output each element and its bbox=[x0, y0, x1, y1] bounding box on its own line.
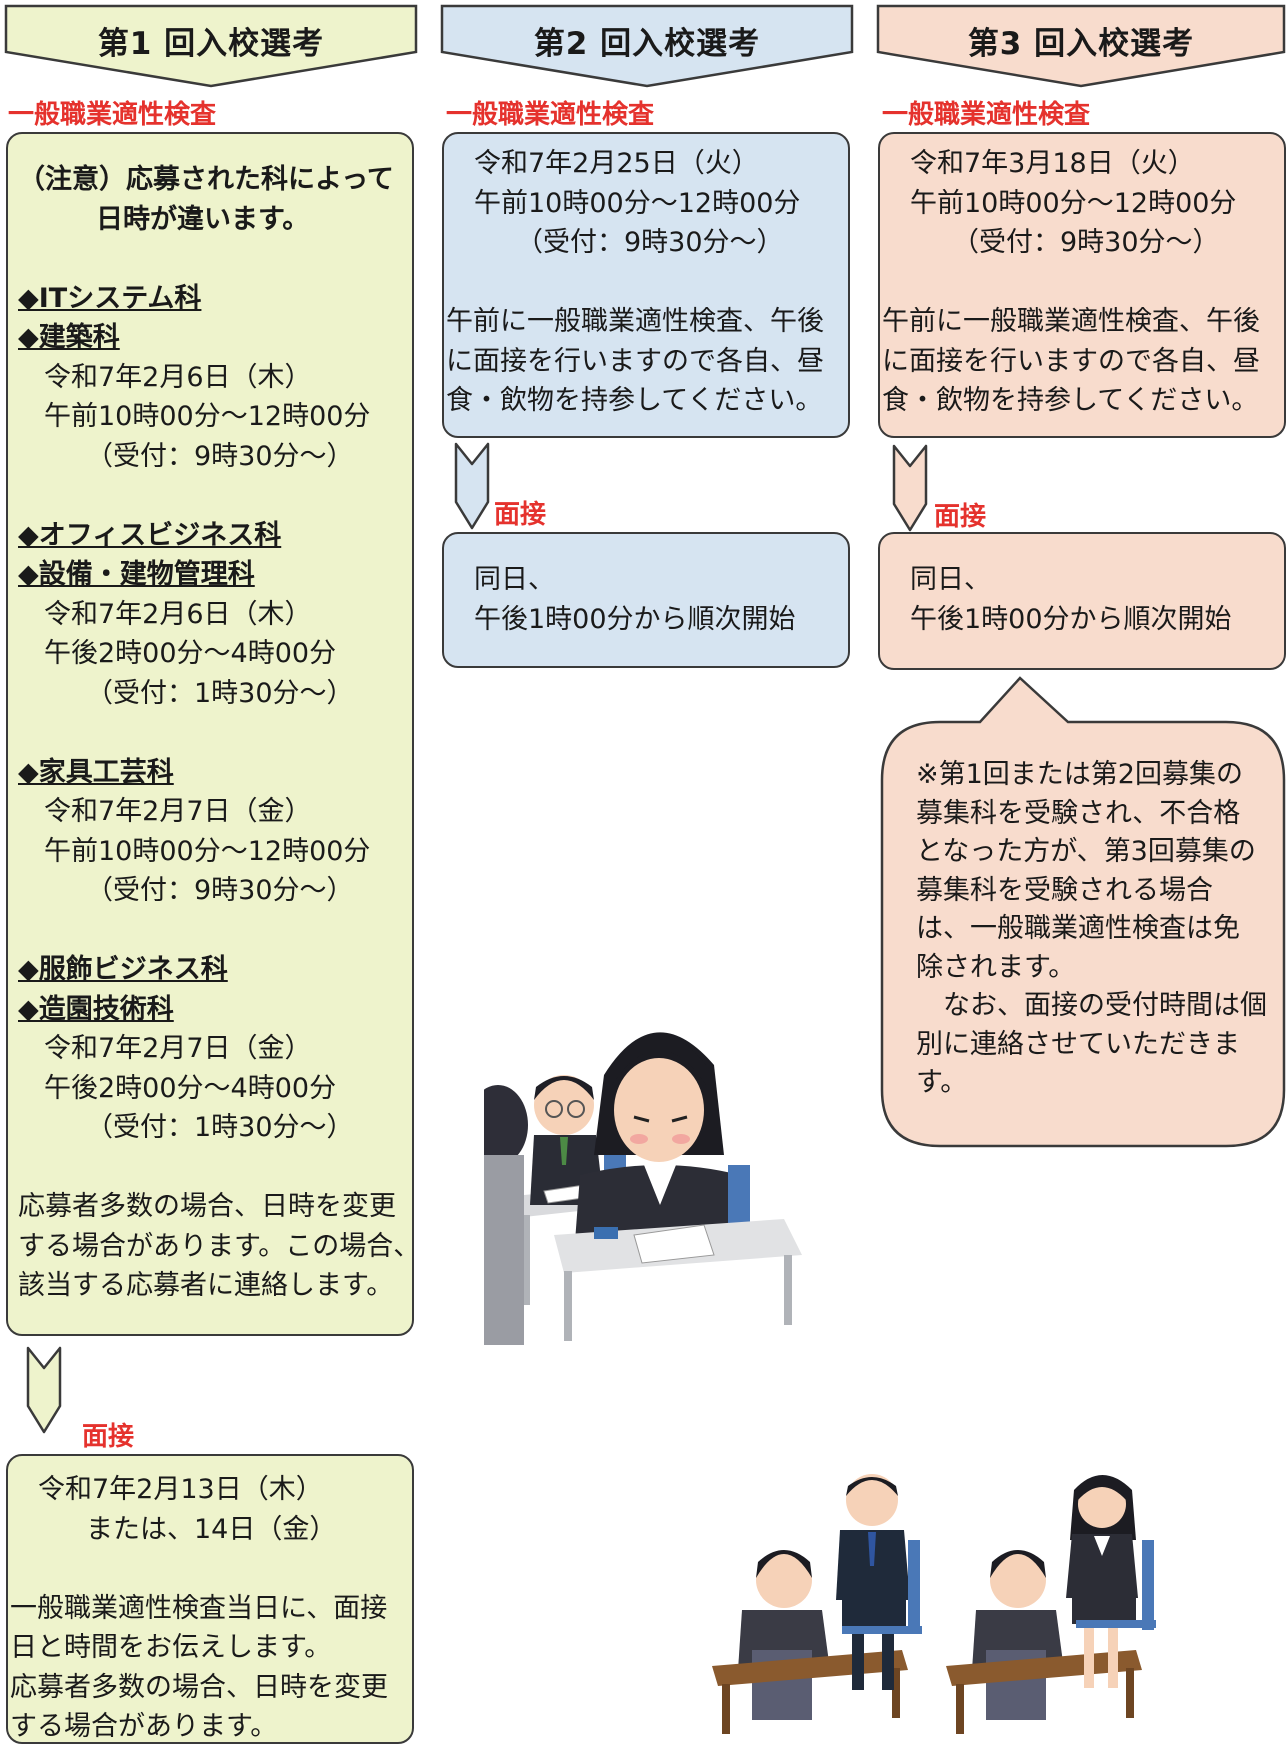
text-line bbox=[444, 263, 848, 303]
text-line: 令和7年2月6日（木） bbox=[44, 598, 312, 630]
text-line bbox=[8, 1549, 412, 1589]
col2-header: 第2 回入校選考 bbox=[440, 4, 854, 88]
text-line: 令和7年2月7日（金） bbox=[44, 796, 312, 827]
text-line bbox=[8, 476, 412, 516]
exam-illustration bbox=[484, 1032, 802, 1345]
col1-exam-box: （注意）応募された科によって日時が違います。 ◆ITシステム科 ◆建築科令和7年2… bbox=[6, 132, 421, 1336]
course-heading: ◆造園技術科 bbox=[18, 993, 174, 1025]
text-line bbox=[8, 239, 412, 279]
col2-interview-box: 同日、午後1時00分から順次開始 bbox=[442, 532, 850, 668]
text-line: 同日、 bbox=[474, 564, 555, 595]
note-line: 募集科を受験される場合 bbox=[916, 874, 1213, 906]
col3-interview-box: 同日、午後1時00分から順次開始 bbox=[878, 532, 1286, 670]
interview-illustration bbox=[712, 1474, 1156, 1734]
col3-header: 第3 回入校選考 bbox=[876, 4, 1288, 88]
text-line: 食・飲物を持参してください。 bbox=[446, 385, 823, 416]
note-line: 募集科を受験され、不合格 bbox=[916, 797, 1241, 829]
text-line: 応募者多数の場合、日時を変更 bbox=[18, 1191, 396, 1222]
text-line bbox=[8, 911, 412, 951]
note-line: 除されます。 bbox=[916, 951, 1076, 983]
text-line: 一般職業適性検査当日に、面接 bbox=[10, 1592, 388, 1624]
col2-header-title: 第2 回入校選考 bbox=[533, 26, 761, 62]
col3-exam-box: 令和7年3月18日（火） 午前10時00分～12時00分 （受付：9時30分～） 午… bbox=[878, 132, 1286, 438]
text-line: する場合があります。 bbox=[10, 1711, 278, 1742]
col2-interview-label: 面接 bbox=[494, 500, 547, 530]
text-line: 令和7年2月25日（火） bbox=[474, 148, 759, 179]
text-line: に面接を行いますので各自、昼 bbox=[882, 345, 1260, 377]
text-line: 令和7年2月7日（金） bbox=[44, 1033, 312, 1064]
text-line: （受付：1時30分～） bbox=[86, 677, 354, 709]
text-line: 令和7年3月18日（火） bbox=[910, 148, 1195, 179]
text-line: （受付：9時30分～） bbox=[952, 227, 1220, 258]
text-line bbox=[8, 713, 412, 753]
text-line: （受付：9時30分～） bbox=[516, 227, 784, 258]
note-line: ※第1回または第2回募集の bbox=[916, 759, 1243, 790]
col2-exam-box: 令和7年2月25日（火） 午前10時00分～12時00分 （受付：9時30分～） 午… bbox=[442, 132, 850, 438]
note-line: なお、面接の受付時間は個 bbox=[916, 990, 1267, 1021]
col2-down-arrow-icon bbox=[454, 442, 490, 530]
col1-down-arrow-icon bbox=[26, 1346, 62, 1434]
text-line: または、14日（金） bbox=[86, 1513, 337, 1545]
text-line bbox=[8, 1148, 412, 1188]
note-line: となった方が、第3回募集の bbox=[916, 836, 1256, 867]
text-line: 午前10時00分～12時00分 bbox=[44, 835, 371, 867]
text-line: 日と時間をお伝えします。 bbox=[10, 1632, 332, 1663]
text-line bbox=[880, 263, 1284, 303]
col1-interview-label: 面接 bbox=[82, 1422, 135, 1452]
text-line: 午後2時00分～4時00分 bbox=[44, 1072, 337, 1104]
text-line: （注意）応募された科によって bbox=[18, 164, 394, 195]
text-line: （受付：9時30分～） bbox=[86, 440, 354, 472]
text-line: 食・飲物を持参してください。 bbox=[882, 385, 1259, 416]
text-line: 午前10時00分～12時00分 bbox=[44, 401, 371, 432]
text-line: 午前10時00分～12時00分 bbox=[910, 187, 1237, 219]
text-line: 午前10時00分～12時00分 bbox=[474, 187, 801, 219]
course-heading: ◆服飾ビジネス科 bbox=[18, 954, 228, 985]
course-heading: ◆建築科 bbox=[18, 322, 120, 353]
text-line: （受付：1時30分～） bbox=[86, 1112, 354, 1143]
text-line: 令和7年2月6日（木） bbox=[44, 361, 312, 393]
col1-interview-box: 令和7年2月13日（木） または、14日（金） 一般職業適性検査当日に、面接日と時… bbox=[6, 1454, 414, 1744]
note-text: ※第1回または第2回募集の 募集科を受験され、不合格 となった方が、第3回募集の… bbox=[916, 756, 1286, 1103]
text-line: 午前に一般職業適性検査、午後 bbox=[446, 306, 824, 337]
col1-exam-label: 一般職業適性検査 bbox=[8, 100, 217, 130]
text-line: 午後1時00分から順次開始 bbox=[474, 603, 796, 635]
text-line: する場合があります。この場合、 bbox=[18, 1230, 421, 1262]
course-heading: ◆オフィスビジネス科 bbox=[18, 519, 282, 551]
text-line: に面接を行いますので各自、昼 bbox=[446, 345, 824, 377]
note-line: 別に連絡させていただきま bbox=[916, 1028, 1240, 1060]
col3-interview-label: 面接 bbox=[934, 502, 987, 532]
note-line: は、一般職業適性検査は免 bbox=[916, 913, 1240, 944]
text-line: 令和7年2月13日（木） bbox=[38, 1474, 323, 1505]
col2-exam-label: 一般職業適性検査 bbox=[446, 100, 655, 130]
text-line: 該当する応募者に連絡します。 bbox=[18, 1270, 394, 1301]
text-line: （受付：9時30分～） bbox=[86, 875, 354, 906]
col3-down-arrow-icon bbox=[892, 444, 928, 532]
course-heading: ◆設備・建物管理科 bbox=[18, 559, 255, 590]
course-heading: ◆家具工芸科 bbox=[18, 756, 174, 788]
col1-header: 第1 回入校選考 bbox=[4, 4, 418, 88]
note-bubble: ※第1回または第2回募集の 募集科を受験され、不合格 となった方が、第3回募集の… bbox=[880, 676, 1286, 1148]
col3-header-title: 第3 回入校選考 bbox=[967, 26, 1195, 62]
text-line: 午後1時00分から順次開始 bbox=[910, 603, 1232, 635]
text-line: 午後2時00分～4時00分 bbox=[44, 638, 337, 669]
text-line: 日時が違います。 bbox=[96, 203, 310, 235]
text-line: 午前に一般職業適性検査、午後 bbox=[882, 306, 1260, 337]
course-heading: ◆ITシステム科 bbox=[18, 282, 202, 314]
col1-header-title: 第1 回入校選考 bbox=[97, 26, 325, 62]
text-line: 同日、 bbox=[910, 564, 991, 595]
text-line: 応募者多数の場合、日時を変更 bbox=[10, 1671, 388, 1703]
col3-exam-label: 一般職業適性検査 bbox=[882, 100, 1091, 130]
note-line: す。 bbox=[916, 1067, 968, 1098]
